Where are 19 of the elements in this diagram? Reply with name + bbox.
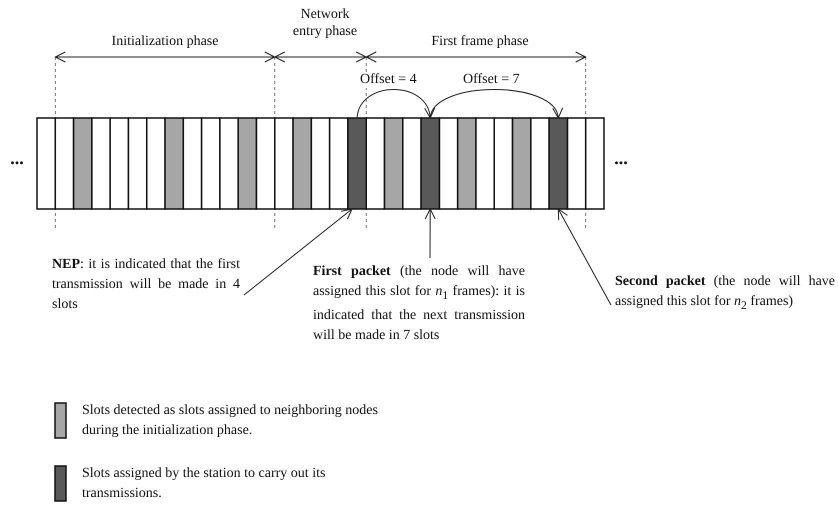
phase-label: Initialization phase <box>110 33 220 50</box>
ellipsis-mark: ... <box>613 150 629 167</box>
leader-line <box>244 208 353 296</box>
legend-text: Slots detected as slots assigned to neighboring nodes during the initialization phase. <box>82 402 379 440</box>
time-slot <box>420 117 440 210</box>
callout-text: NEP: it is indicated that the first transmission will be made in 4 slots <box>52 255 240 315</box>
leader-line <box>424 208 436 258</box>
edge-label: Offset = 4 <box>360 72 417 88</box>
time-slot <box>548 117 568 210</box>
ellipsis-mark: ... <box>9 150 25 167</box>
phase-label: Network entry phase <box>292 6 358 40</box>
offset-arrow <box>356 89 434 118</box>
time-slot <box>347 117 367 210</box>
phase-label: First frame phase <box>430 33 530 50</box>
offset-arrow <box>430 89 560 118</box>
leader-line <box>558 208 612 306</box>
callout-text: Second packet (the node will have assigned this slot for n$_{2}$ frames) <box>615 272 835 316</box>
callout-text: First packet (the node will have assigned this slot for n$_{1}$ frames): it is indicated that the next transmission will be made in 7 slots <box>313 262 525 346</box>
legend-text: Slots assigned by the station to carry out its transmissions. <box>82 465 326 503</box>
